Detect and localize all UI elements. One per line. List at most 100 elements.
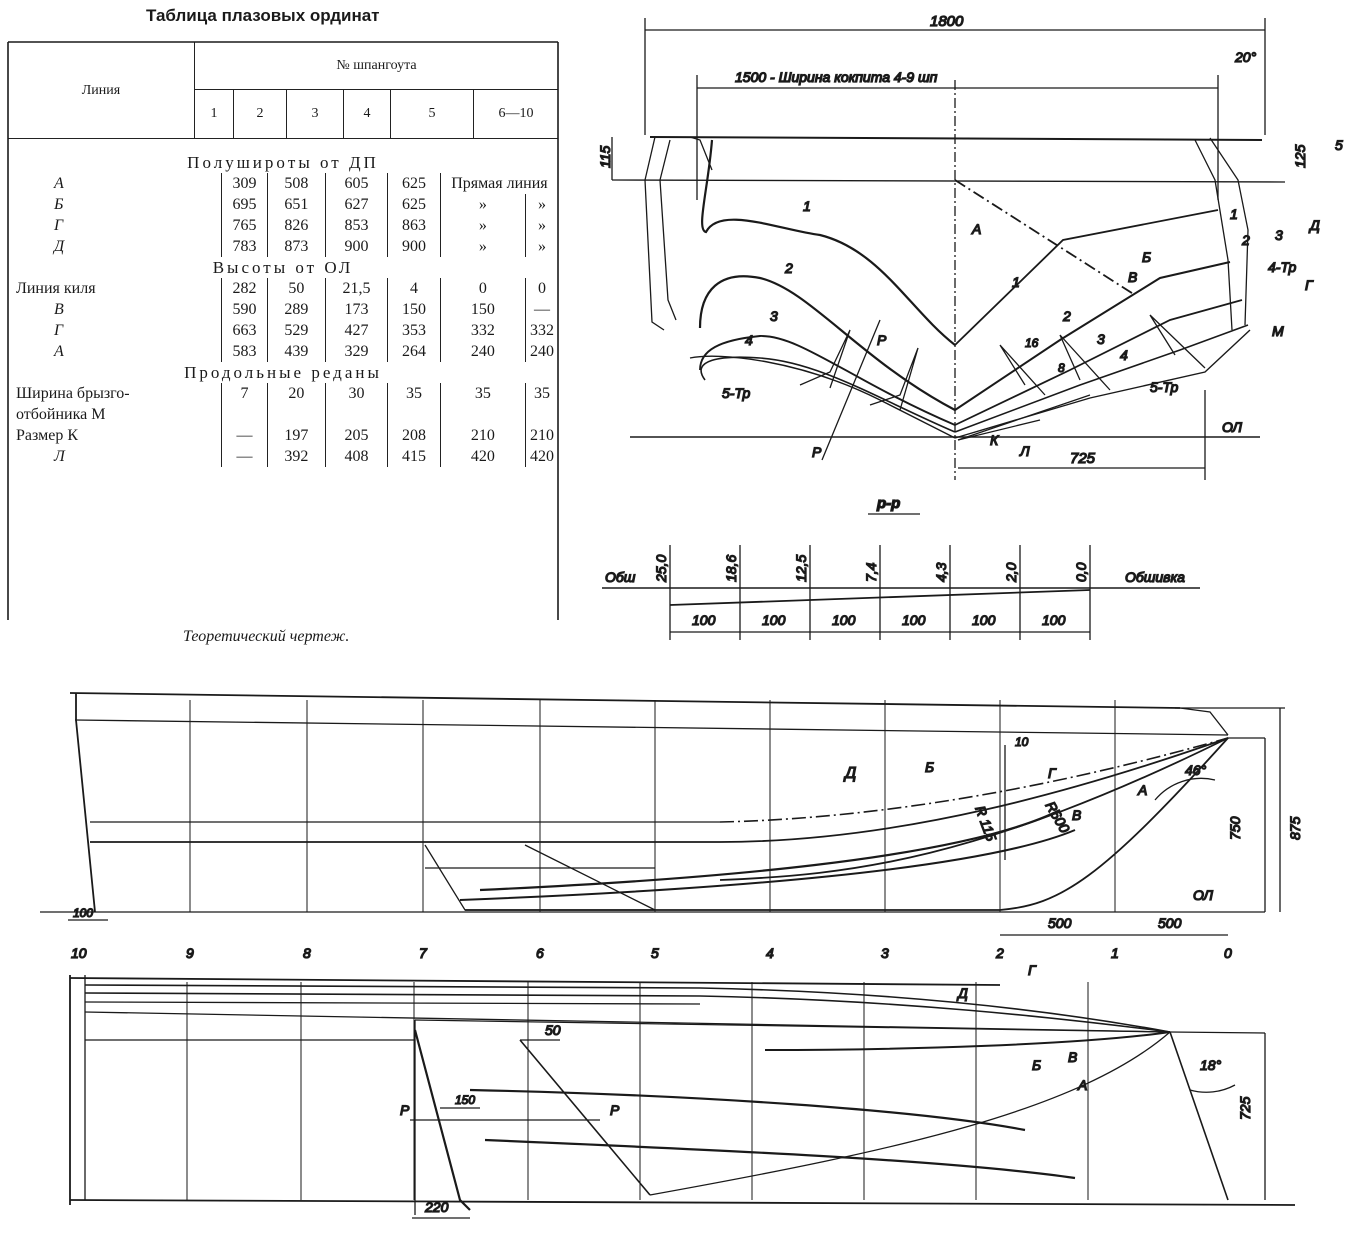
table-cell: 783 — [221, 236, 268, 257]
table-cell: » — [439, 194, 526, 215]
table-cell: 309 — [221, 173, 268, 194]
table-cell: 415 — [387, 446, 441, 467]
bp-label-v: В — [1128, 269, 1137, 285]
table-cell: 210 — [525, 425, 558, 446]
table-cell: 50 — [266, 278, 326, 299]
plan-line-a — [649, 1031, 1171, 1196]
table-cell: 900 — [387, 236, 441, 257]
plating-label-right: Обшивка — [1125, 569, 1185, 585]
table-cell — [439, 404, 526, 425]
profile-strake-2 — [459, 829, 1076, 901]
plan-strake-2 — [484, 1138, 1076, 1180]
plating-value: 12,5 — [793, 555, 809, 582]
bp-strake-right-1 — [999, 344, 1046, 396]
profile-label-a: А — [1137, 782, 1147, 798]
table-cell: — — [525, 299, 558, 320]
plating-value: 25,0 — [653, 555, 669, 583]
section-title: Продольные реданы — [184, 363, 382, 382]
table-cell: 35 — [525, 383, 558, 404]
bp-dim-l — [957, 394, 1091, 441]
section-title: Высоты от ОЛ — [212, 258, 354, 277]
table-cell: 35 — [387, 383, 441, 404]
profile-label-b: Б — [925, 759, 934, 775]
bp-strake-left-1 — [799, 329, 851, 389]
profile-line-v — [719, 737, 1229, 881]
table-cell: 0 — [439, 278, 526, 299]
bp-label-l: Л — [1019, 443, 1030, 459]
frame-header-3: 3 — [286, 89, 343, 138]
table-cell: 826 — [266, 215, 326, 236]
table-header-row: Линия № шпангоута 1 2 3 4 5 6—10 — [8, 42, 558, 139]
table-cell: 529 — [266, 320, 326, 341]
frame-header-6: 6—10 — [473, 89, 558, 138]
profile-frame-number: 9 — [186, 945, 194, 961]
table-cell: 427 — [324, 320, 388, 341]
table-cell: 420 — [525, 446, 558, 467]
section-title: Полуширoты от ДП — [187, 153, 379, 172]
table-cell: 197 — [266, 425, 326, 446]
profile-frame-number: 3 — [881, 945, 889, 961]
row-label: А — [8, 341, 223, 362]
bp-bow-left — [689, 136, 713, 171]
table-cell: 289 — [266, 299, 326, 320]
profile-frame-number: 7 — [419, 945, 428, 961]
body-plan: 1800 1500 - Ширина кокпита 4-9 шп 20° 11… — [596, 12, 1344, 515]
profile-view — [40, 692, 1285, 936]
plan-step-diagonal — [519, 1039, 651, 1196]
plan-labels: Д Г Б В А Р Р 50 150 220 725 18° — [399, 961, 1253, 1215]
bp-section-title: р-р — [876, 495, 900, 512]
plan-centerline — [69, 1199, 1296, 1206]
table-cell: 392 — [266, 446, 326, 467]
table-cell: 590 — [221, 299, 268, 320]
table-cell: 0 — [525, 278, 558, 299]
bp-label-5: 5 — [1335, 137, 1343, 153]
bp-label-s3-right: 3 — [1097, 331, 1105, 347]
table-cell: 30 — [324, 383, 388, 404]
plating-value: 0,0 — [1073, 562, 1089, 582]
plan-dim-725-top — [1169, 1031, 1266, 1034]
profile-step — [424, 844, 656, 911]
table-cell: 332 — [439, 320, 526, 341]
ordinates-table: Линия № шпангоута 1 2 3 4 5 6—10 — [8, 42, 558, 139]
bp-label-s2-left: 2 — [784, 260, 793, 276]
table-cell: 210 — [439, 425, 526, 446]
frame-header-2: 2 — [233, 89, 286, 138]
plating-span-label: 100 — [902, 612, 926, 628]
bp-section-line-rr — [821, 319, 881, 461]
table-cell: 583 — [221, 341, 268, 362]
table-cell: 625 — [387, 194, 441, 215]
bp-label-s5-left: 5-Тр — [722, 385, 751, 401]
plan-line-v — [414, 1019, 1171, 1033]
table-cell — [221, 404, 268, 425]
plan-label-50: 50 — [545, 1022, 561, 1038]
frame-header-5: 5 — [390, 89, 473, 138]
plan-line-d — [84, 984, 1171, 1033]
table-row: отбойника М — [8, 404, 558, 425]
profile-stem-top — [1179, 707, 1229, 736]
profile-frame-number: 6 — [536, 945, 544, 961]
profile-line-g — [719, 737, 1229, 823]
table-cell: 765 — [221, 215, 268, 236]
plan-label-g: Г — [1028, 962, 1037, 978]
bp-section-1-right — [954, 209, 1219, 346]
bp-strake-right-3 — [1149, 314, 1206, 369]
table-cell: Прямая линия — [439, 173, 558, 194]
bp-dim-k — [957, 419, 1041, 441]
bp-side-inner-left — [659, 139, 677, 321]
bp-label-b: Б — [1142, 249, 1151, 265]
bp-section-2-left — [698, 275, 956, 411]
bp-sheer-line — [611, 179, 1286, 183]
table-cell: » — [525, 194, 558, 215]
table-cell: » — [525, 236, 558, 257]
bp-label-115: 115 — [597, 145, 613, 168]
table-cell: » — [525, 215, 558, 236]
bp-deck-line — [649, 136, 1263, 141]
plan-strake-a-top — [764, 1031, 1171, 1051]
